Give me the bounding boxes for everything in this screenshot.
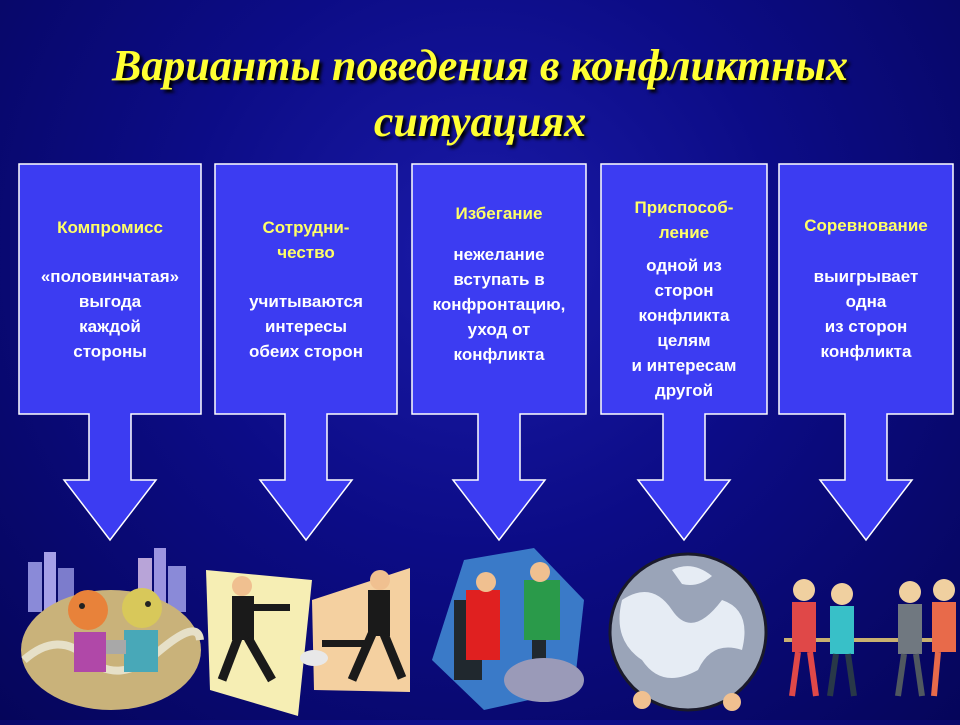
card-body-line: учитываются <box>249 292 363 311</box>
page-title: Варианты поведения в конфликтных ситуаци… <box>0 38 960 150</box>
arrow-shape <box>18 163 202 542</box>
card-body-line: конфликта <box>638 306 730 325</box>
card-body-line: сторон <box>654 281 714 300</box>
arrow-card-competition: Соревнование выигрывает одна из сторон к… <box>778 163 954 543</box>
card-body-line: «половинчатая» <box>40 267 180 286</box>
avoidance-clipart <box>424 540 594 720</box>
card-text: Приспособ- ление одной из сторон конфлик… <box>600 195 768 403</box>
card-body-line: каждой <box>79 317 141 336</box>
card-body-line: стороны <box>73 342 147 361</box>
arrow-shape <box>214 163 398 542</box>
card-body-line: конфронтацию, <box>432 295 566 314</box>
card-text: Сотрудни- чество учитываются интересы об… <box>214 215 398 364</box>
card-text: Избегание нежелание вступать в конфронта… <box>411 201 587 367</box>
compromise-clipart <box>18 540 204 720</box>
card-body-line: целям <box>657 331 711 350</box>
card-body-line: уход от <box>467 320 531 339</box>
card-body-line: выигрывает <box>813 267 919 286</box>
card-body-line: и интересам <box>631 356 737 375</box>
card-body-line: другой <box>654 381 714 400</box>
card-body-line: выгода <box>78 292 142 311</box>
competition-clipart <box>780 540 960 720</box>
card-heading: Сотрудни- <box>262 218 350 237</box>
arrow-card-adaptation: Приспособ- ление одной из сторон конфлик… <box>600 163 768 543</box>
arrow-card-cooperation: Сотрудни- чество учитываются интересы об… <box>214 163 398 543</box>
card-body-line: конфликта <box>453 345 545 364</box>
card-heading: Соревнование <box>804 216 928 235</box>
title-line-2: ситуациях <box>373 97 587 146</box>
card-body-line: обеих сторон <box>249 342 363 361</box>
card-text: Соревнование выигрывает одна из сторон к… <box>778 213 954 364</box>
card-body-line: из сторон <box>824 317 908 336</box>
card-heading: Компромисс <box>57 218 163 237</box>
card-body-line: нежелание <box>453 245 545 264</box>
card-body-line: интересы <box>264 317 348 336</box>
card-text: Компромисс «половинчатая» выгода каждой … <box>18 215 202 364</box>
adaptation-clipart <box>602 540 772 720</box>
card-body-line: конфликта <box>820 342 912 361</box>
card-body-line: вступать в <box>453 270 545 289</box>
card-heading: Приспособ- <box>634 198 734 217</box>
arrow-card-compromise: Компромисс «половинчатая» выгода каждой … <box>18 163 202 543</box>
cooperation-clipart <box>202 540 416 720</box>
card-heading: чество <box>277 243 335 262</box>
arrow-shape <box>600 163 768 542</box>
arrow-card-avoidance: Избегание нежелание вступать в конфронта… <box>411 163 587 543</box>
card-body-line: одной из <box>646 256 722 275</box>
title-line-1: Варианты поведения в конфликтных <box>111 41 848 90</box>
arrow-shape <box>778 163 954 542</box>
card-heading: ление <box>658 223 710 242</box>
card-heading: Избегание <box>455 204 543 223</box>
arrow-shape <box>411 163 587 542</box>
card-body-line: одна <box>845 292 887 311</box>
